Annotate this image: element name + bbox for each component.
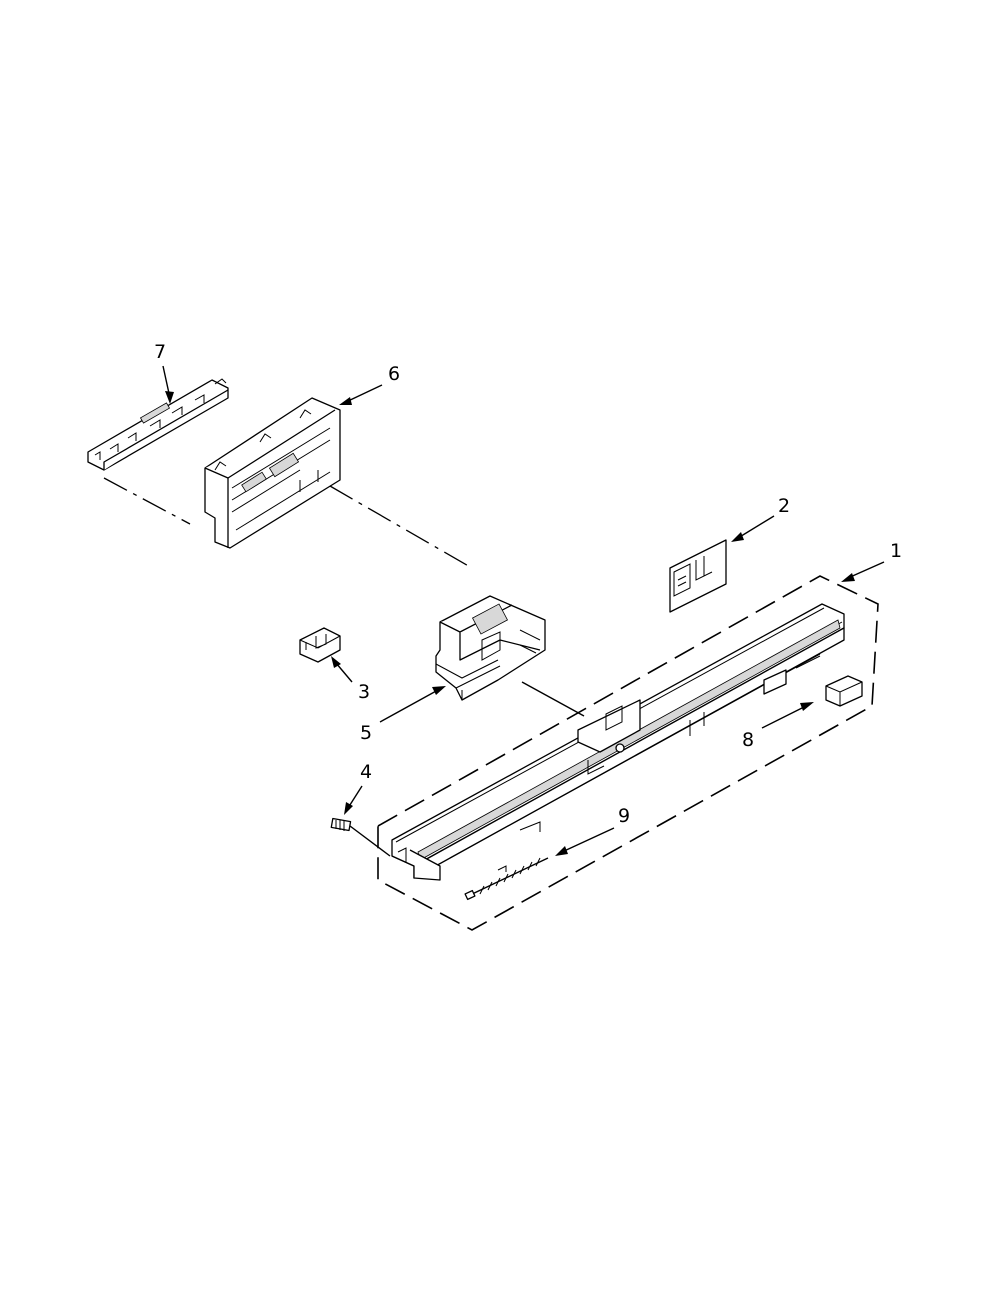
part-8-block bbox=[825, 675, 863, 707]
part-3-clip bbox=[299, 627, 341, 663]
arrow-2 bbox=[731, 532, 744, 542]
leader-1 bbox=[847, 561, 885, 579]
callout-2: 2 bbox=[778, 495, 790, 517]
part-7-bracket bbox=[87, 378, 229, 471]
callout-3: 3 bbox=[358, 681, 370, 703]
arrow-3 bbox=[331, 656, 341, 668]
arrow-7 bbox=[165, 391, 174, 404]
part-1-console-bar bbox=[391, 603, 845, 881]
part-5-housing bbox=[435, 595, 546, 701]
callout-7: 7 bbox=[154, 341, 166, 363]
leader-9 bbox=[561, 827, 615, 853]
part-2-label bbox=[669, 539, 727, 613]
arrow-4 bbox=[344, 802, 353, 815]
callout-6: 6 bbox=[388, 363, 400, 385]
callout-8: 8 bbox=[742, 729, 754, 751]
arrow-5 bbox=[432, 686, 446, 695]
leader-2 bbox=[737, 515, 775, 539]
callout-4: 4 bbox=[360, 761, 372, 783]
assembly-boundary-1 bbox=[377, 575, 879, 931]
leader-4 bbox=[347, 785, 363, 809]
align-line-4 bbox=[349, 825, 391, 857]
callout-1: 1 bbox=[890, 540, 902, 562]
align-line-6 bbox=[329, 485, 473, 569]
callout-5: 5 bbox=[360, 722, 372, 744]
arrow-9 bbox=[555, 846, 568, 856]
part-4-pin bbox=[330, 817, 352, 832]
arrow-6 bbox=[339, 397, 352, 405]
align-line-5 bbox=[521, 681, 585, 717]
part-6-control-module bbox=[204, 397, 341, 549]
callout-9: 9 bbox=[618, 805, 630, 827]
part-9-spring bbox=[464, 857, 549, 901]
leader-8 bbox=[761, 705, 807, 729]
leader-6 bbox=[345, 384, 383, 403]
arrow-1 bbox=[841, 573, 855, 582]
leader-3 bbox=[335, 662, 353, 683]
arrow-8 bbox=[800, 702, 814, 711]
leader-5 bbox=[379, 689, 439, 723]
align-line-7 bbox=[103, 477, 191, 525]
